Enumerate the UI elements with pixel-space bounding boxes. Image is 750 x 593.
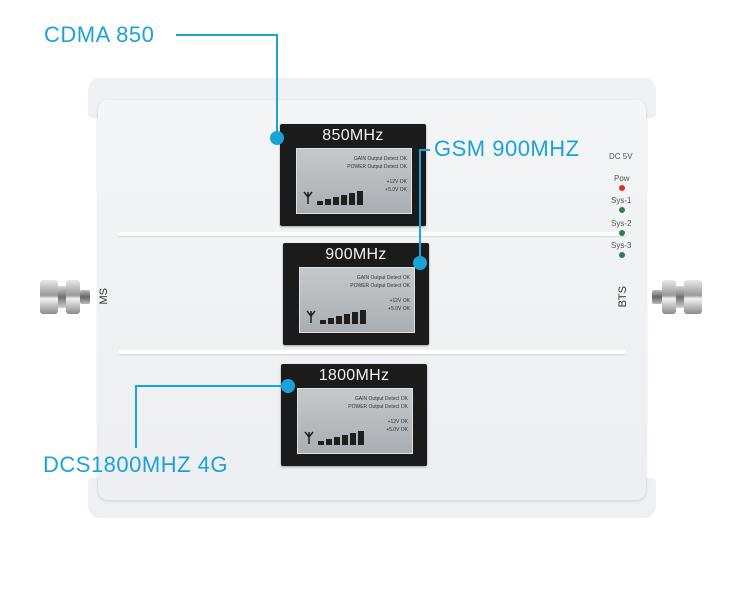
callout-dot-dcs bbox=[281, 379, 295, 393]
dc-power-label: DC 5V bbox=[609, 152, 633, 161]
led-label-sys1: Sys-1 bbox=[611, 196, 632, 205]
lcd-row: +12V OK bbox=[386, 179, 407, 185]
panel-900: 900MHz GAIN Output Detect OK POWER Outpu… bbox=[283, 243, 429, 345]
divider-upper bbox=[118, 232, 626, 236]
lcd-row: +12V OK bbox=[387, 419, 408, 425]
callout-dot-gsm bbox=[413, 256, 427, 270]
bts-antenna-connector bbox=[652, 280, 704, 314]
led-sys2 bbox=[619, 230, 625, 236]
lcd-row: GAIN Output Detect OK bbox=[353, 156, 407, 162]
led-label-pow: Pow bbox=[614, 174, 630, 183]
callout-cdma-850: CDMA 850 bbox=[44, 22, 155, 47]
callout-gsm-900: GSM 900MHZ bbox=[434, 136, 580, 161]
callout-dot-cdma bbox=[270, 131, 284, 145]
lcd-row: POWER Output Detect OK bbox=[348, 404, 408, 410]
lcd-row: POWER Output Detect OK bbox=[350, 283, 410, 289]
lcd-row: +5.0V OK bbox=[386, 427, 408, 433]
led-pow bbox=[619, 185, 625, 191]
antenna-icon bbox=[304, 431, 314, 444]
ms-antenna-connector bbox=[40, 280, 92, 314]
signal-bars bbox=[318, 431, 364, 445]
antenna-icon bbox=[303, 191, 313, 204]
led-label-sys3: Sys-3 bbox=[611, 241, 632, 250]
led-label-sys2: Sys-2 bbox=[611, 219, 632, 228]
panel-freq-label: 850MHz bbox=[322, 127, 384, 144]
lcd-screen: GAIN Output Detect OK POWER Output Detec… bbox=[299, 267, 415, 333]
panel-1800: 1800MHz GAIN Output Detect OK POWER Outp… bbox=[281, 364, 427, 466]
led-sys1 bbox=[619, 207, 625, 213]
lcd-row: +12V OK bbox=[389, 298, 410, 304]
led-sys3 bbox=[619, 252, 625, 258]
panel-freq-label: 900MHz bbox=[325, 246, 387, 263]
panel-850: 850MHz GAIN Output Detect OK POWER Outpu… bbox=[280, 124, 426, 226]
lcd-row: POWER Output Detect OK bbox=[347, 164, 407, 170]
antenna-icon bbox=[306, 310, 316, 323]
lcd-row: +5.0V OK bbox=[385, 187, 407, 193]
lcd-row: GAIN Output Detect OK bbox=[354, 396, 408, 402]
lcd-screen: GAIN Output Detect OK POWER Output Detec… bbox=[297, 388, 413, 454]
lcd-screen: GAIN Output Detect OK POWER Output Detec… bbox=[296, 148, 412, 214]
signal-bars bbox=[317, 191, 363, 205]
lcd-row: GAIN Output Detect OK bbox=[356, 275, 410, 281]
signal-bars bbox=[320, 310, 366, 324]
callout-dcs-1800: DCS1800MHZ 4G bbox=[43, 452, 229, 477]
panel-freq-label: 1800MHz bbox=[318, 367, 390, 384]
divider-lower bbox=[118, 350, 626, 354]
lcd-row: +5.0V OK bbox=[388, 306, 410, 312]
